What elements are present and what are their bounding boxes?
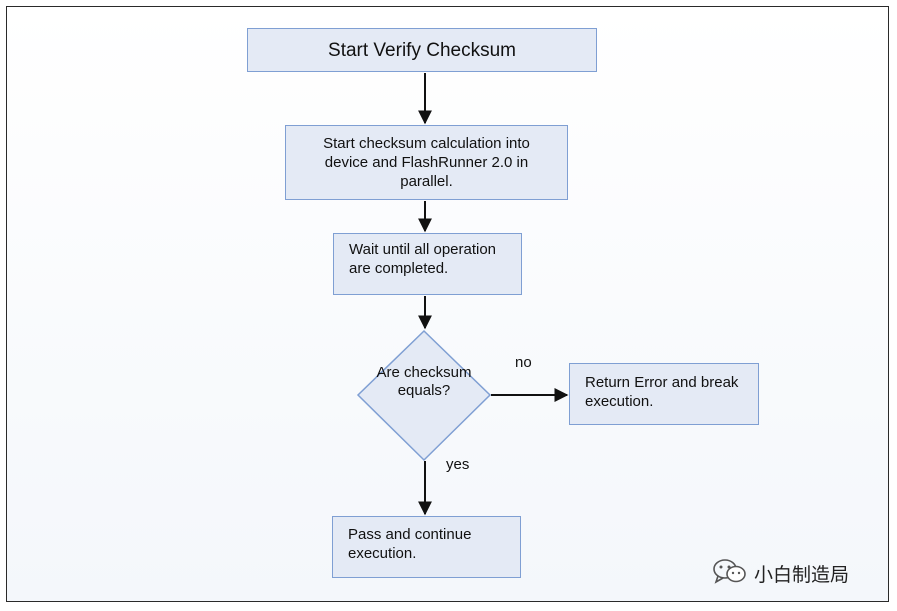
wait-operation-box: Wait until all operation are completed. [333, 233, 522, 295]
diagram-frame [6, 6, 889, 602]
start-verify-checksum-box: Start Verify Checksum [247, 28, 597, 72]
pass-continue-box: Pass and continue execution. [332, 516, 521, 578]
no-label: no [515, 354, 532, 371]
watermark: 小白制造局 [712, 557, 849, 590]
decision-text: Are checksum equals? [376, 364, 472, 399]
watermark-text: 小白制造局 [754, 564, 850, 586]
yes-label: yes [446, 456, 470, 473]
return-error-box: Return Error and break execution. [569, 363, 759, 425]
wechat-icon [712, 557, 748, 590]
decision-diamond [356, 329, 492, 462]
checksum-calculation-box: Start checksum calculation into device a… [285, 125, 568, 200]
